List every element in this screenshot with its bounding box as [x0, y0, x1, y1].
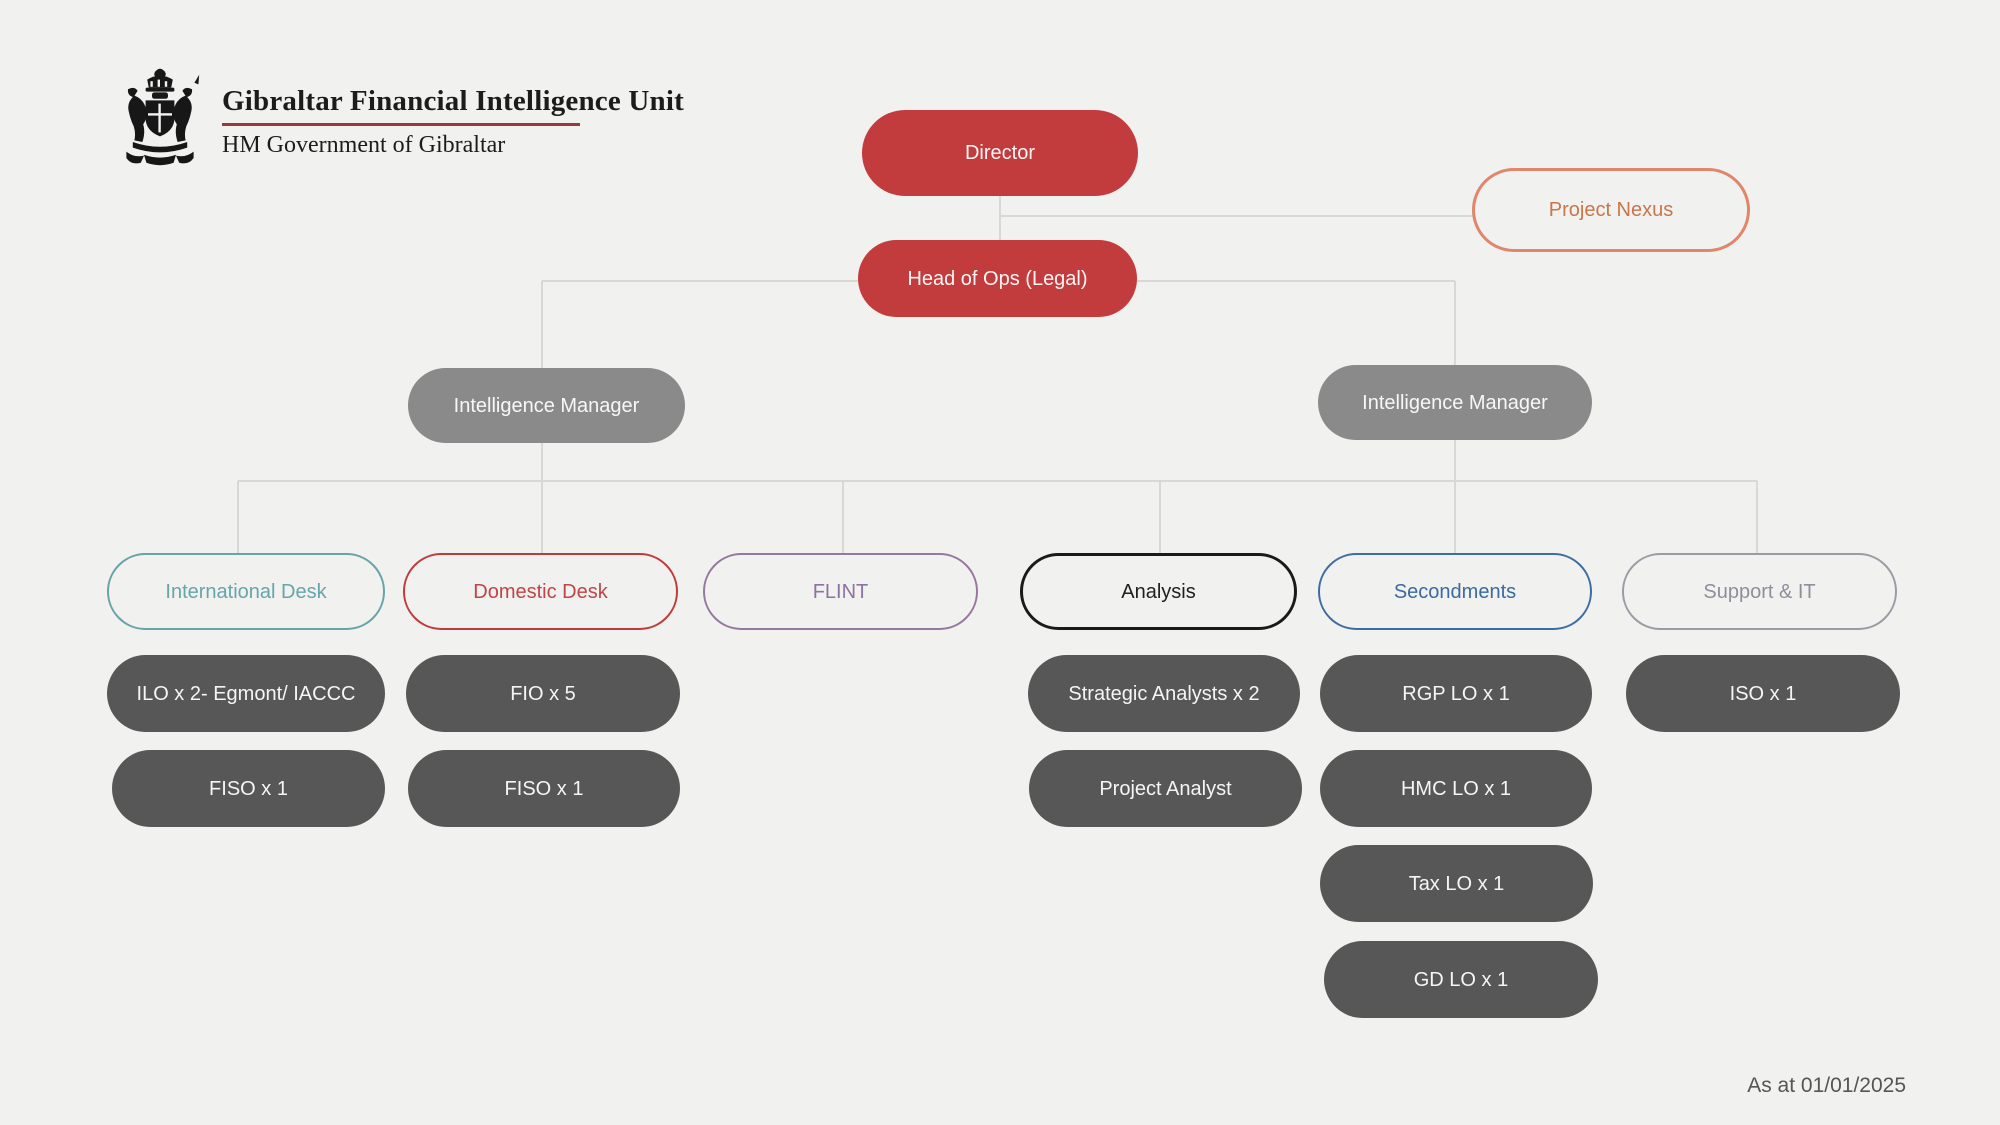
node-label: GD LO x 1: [1413, 968, 1509, 991]
node-role-fio: FIO x 5: [406, 655, 680, 732]
org-title: Gibraltar Financial Intelligence Unit: [222, 85, 684, 117]
node-label: Project Analyst: [1099, 777, 1232, 800]
node-desk-flint: FLINT: [703, 553, 978, 630]
node-desk-international: International Desk: [107, 553, 385, 630]
node-label: Analysis: [1121, 580, 1196, 603]
node-label: Tax LO x 1: [1408, 872, 1505, 895]
org-subtitle: HM Government of Gibraltar: [222, 132, 506, 159]
node-label: FISO x 1: [209, 777, 288, 800]
node-desk-analysis: Analysis: [1020, 553, 1297, 630]
node-label: RGP LO x 1: [1402, 682, 1510, 705]
node-label: Intelligence Manager: [1362, 391, 1548, 414]
node-label: FLINT: [812, 580, 869, 603]
node-label: Domestic Desk: [473, 580, 608, 603]
node-role-tax-lo: Tax LO x 1: [1320, 845, 1593, 922]
node-intelligence-manager-left: Intelligence Manager: [408, 368, 685, 443]
node-label: International Desk: [165, 580, 327, 603]
as-at-date: As at 01/01/2025: [1747, 1074, 1906, 1097]
node-desk-secondments: Secondments: [1318, 553, 1592, 630]
node-label: FISO x 1: [504, 777, 584, 800]
node-role-rgp-lo: RGP LO x 1: [1320, 655, 1592, 732]
node-head-of-ops: Head of Ops (Legal): [858, 240, 1137, 317]
node-role-project-analyst: Project Analyst: [1029, 750, 1302, 827]
node-label: ILO x 2- Egmont/ IACCC: [136, 682, 356, 705]
brand-header: Gibraltar Financial Intelligence Unit HM…: [112, 64, 684, 172]
node-label: Strategic Analysts x 2: [1068, 682, 1260, 705]
node-label: Project Nexus: [1548, 199, 1674, 221]
node-label: Support & IT: [1703, 580, 1816, 603]
title-rule: [222, 123, 580, 127]
node-director: Director: [862, 110, 1138, 196]
node-label: Director: [964, 142, 1035, 164]
node-role-strategic-analysts: Strategic Analysts x 2: [1028, 655, 1300, 732]
node-role-gd-lo: GD LO x 1: [1324, 941, 1598, 1018]
node-label: FIO x 5: [510, 682, 576, 705]
node-desk-support-it: Support & IT: [1622, 553, 1897, 630]
node-intelligence-manager-right: Intelligence Manager: [1318, 365, 1592, 440]
node-role-hmc-lo: HMC LO x 1: [1320, 750, 1592, 827]
node-role-iso: ISO x 1: [1626, 655, 1900, 732]
node-label: Head of Ops (Legal): [907, 267, 1088, 290]
node-desk-domestic: Domestic Desk: [403, 553, 678, 630]
royal-coat-of-arms-icon: [126, 68, 200, 166]
node-role-fiso-international: FISO x 1: [112, 750, 385, 827]
node-project-nexus: Project Nexus: [1472, 168, 1750, 252]
node-role-ilo: ILO x 2- Egmont/ IACCC: [107, 655, 385, 732]
node-role-fiso-domestic: FISO x 1: [408, 750, 680, 827]
node-label: Intelligence Manager: [453, 394, 640, 417]
node-label: ISO x 1: [1729, 682, 1797, 705]
node-label: Secondments: [1393, 580, 1517, 603]
node-label: HMC LO x 1: [1400, 777, 1512, 800]
